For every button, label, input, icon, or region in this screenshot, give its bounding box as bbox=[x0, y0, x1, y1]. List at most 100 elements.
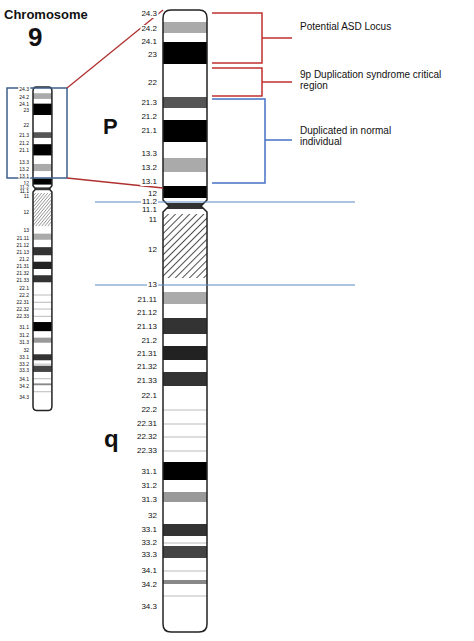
overview-chromosome bbox=[32, 87, 54, 410]
chromosome-band bbox=[32, 262, 54, 269]
band-label: 21.2 bbox=[18, 257, 30, 262]
band-label: 23 bbox=[22, 108, 30, 113]
chromosome-band bbox=[32, 247, 54, 255]
band-label: 33.2 bbox=[18, 362, 30, 367]
band-label: 31.1 bbox=[140, 468, 158, 476]
band-label: 21.13 bbox=[136, 323, 158, 331]
chromosome-band bbox=[32, 99, 54, 104]
band-label: 21.3 bbox=[140, 99, 158, 107]
chromosome-band bbox=[160, 292, 210, 304]
chromosome-band bbox=[32, 366, 54, 372]
chromosome-band bbox=[160, 108, 210, 120]
band-label: 21.31 bbox=[15, 263, 30, 268]
centromere-guide bbox=[95, 285, 355, 286]
arm-label: q bbox=[104, 426, 119, 451]
band-label: 32 bbox=[22, 348, 30, 353]
chromosome-band bbox=[160, 22, 210, 33]
band-label: 22.1 bbox=[18, 285, 30, 290]
band-label: 24.2 bbox=[18, 94, 30, 99]
band-label: 22.33 bbox=[136, 447, 158, 455]
chromosome-band bbox=[160, 10, 210, 22]
band-label: 11.2 bbox=[141, 198, 158, 206]
chromosome-band bbox=[160, 546, 210, 558]
chromosome-band bbox=[160, 402, 210, 462]
chromosome-band bbox=[32, 275, 54, 282]
chromosome-band bbox=[160, 142, 210, 158]
band-label: 23 bbox=[147, 51, 158, 59]
band-label: 24.3 bbox=[140, 10, 158, 18]
chromosome-band bbox=[32, 372, 54, 383]
chromosome-band bbox=[32, 144, 54, 155]
band-label: 21.2 bbox=[140, 337, 158, 345]
zoom-line bbox=[67, 10, 163, 88]
band-label: 11.1 bbox=[141, 206, 158, 214]
band-label: 13 bbox=[22, 228, 30, 233]
band-label: 34.2 bbox=[140, 581, 158, 589]
band-label: 21.1 bbox=[18, 147, 30, 152]
chromosome-band bbox=[160, 502, 210, 524]
region-label: Duplicated in normal individual bbox=[300, 126, 410, 147]
band-label: 24.1 bbox=[18, 101, 30, 106]
chromosome-title: Chromosome bbox=[4, 8, 88, 22]
region-bracket bbox=[212, 68, 292, 96]
chromosome-band bbox=[32, 240, 54, 247]
region-bracket bbox=[212, 99, 292, 183]
band-label: 21.33 bbox=[15, 277, 30, 282]
chromosome-band bbox=[160, 42, 210, 64]
chromosome-band bbox=[32, 331, 54, 337]
band-label: 13.1 bbox=[18, 174, 30, 179]
chromosome-band bbox=[32, 104, 54, 115]
band-label: 21.3 bbox=[18, 133, 30, 138]
band-label: 34.3 bbox=[140, 603, 158, 611]
band-label: 31.1 bbox=[18, 325, 30, 330]
band-label: 33.2 bbox=[140, 539, 158, 547]
band-label: 33.1 bbox=[140, 526, 158, 534]
chromosome-band bbox=[32, 269, 54, 275]
band-label: 21.12 bbox=[136, 309, 158, 317]
band-label: 21.33 bbox=[136, 377, 158, 385]
band-label: 13 bbox=[147, 281, 158, 289]
band-label: 34.3 bbox=[18, 395, 30, 400]
band-label: 22.32 bbox=[136, 433, 158, 441]
chromosome-band bbox=[32, 156, 54, 164]
chromosome-band bbox=[32, 164, 54, 171]
band-label: 21.2 bbox=[18, 140, 30, 145]
chromosome-band bbox=[32, 255, 54, 261]
chromosome-band bbox=[32, 354, 54, 360]
band-label: 31.3 bbox=[140, 496, 158, 504]
band-label: 34.2 bbox=[18, 384, 30, 389]
band-label: 13.3 bbox=[140, 150, 158, 158]
chromosome-band bbox=[160, 214, 210, 278]
region-label: Potential ASD Locus bbox=[300, 22, 410, 33]
band-label: 24.1 bbox=[140, 38, 158, 46]
chromosome-band bbox=[32, 226, 54, 233]
chromosome-band bbox=[160, 462, 210, 480]
band-label: 12 bbox=[147, 190, 158, 198]
region-label: 9p Duplication syndrome critical region bbox=[300, 70, 450, 91]
chromosome-band bbox=[32, 179, 54, 185]
chromosome-band bbox=[160, 386, 210, 402]
band-label: 31.2 bbox=[18, 332, 30, 337]
chromosome-band bbox=[160, 33, 210, 42]
chromosome-band bbox=[160, 580, 210, 584]
chromosome-band bbox=[32, 138, 54, 144]
chromosome-band bbox=[32, 283, 54, 291]
arm-label: P bbox=[103, 115, 118, 138]
chromosome-band bbox=[32, 383, 54, 385]
chromosome-band bbox=[160, 318, 210, 334]
chromosome-band bbox=[160, 158, 210, 172]
band-label: 21.32 bbox=[136, 363, 158, 371]
band-label: 12 bbox=[147, 246, 158, 254]
band-label: 22.32 bbox=[15, 307, 30, 312]
chromosome-band bbox=[160, 372, 210, 386]
band-label: 13.1 bbox=[140, 178, 158, 186]
chromosome-band bbox=[32, 361, 54, 366]
chromosome-band bbox=[160, 360, 210, 372]
centromere-guide bbox=[95, 202, 355, 203]
chromosome-band bbox=[160, 536, 210, 546]
band-label: 22 bbox=[147, 79, 158, 87]
chromosome-band bbox=[32, 322, 54, 331]
chromosome-band bbox=[160, 524, 210, 536]
